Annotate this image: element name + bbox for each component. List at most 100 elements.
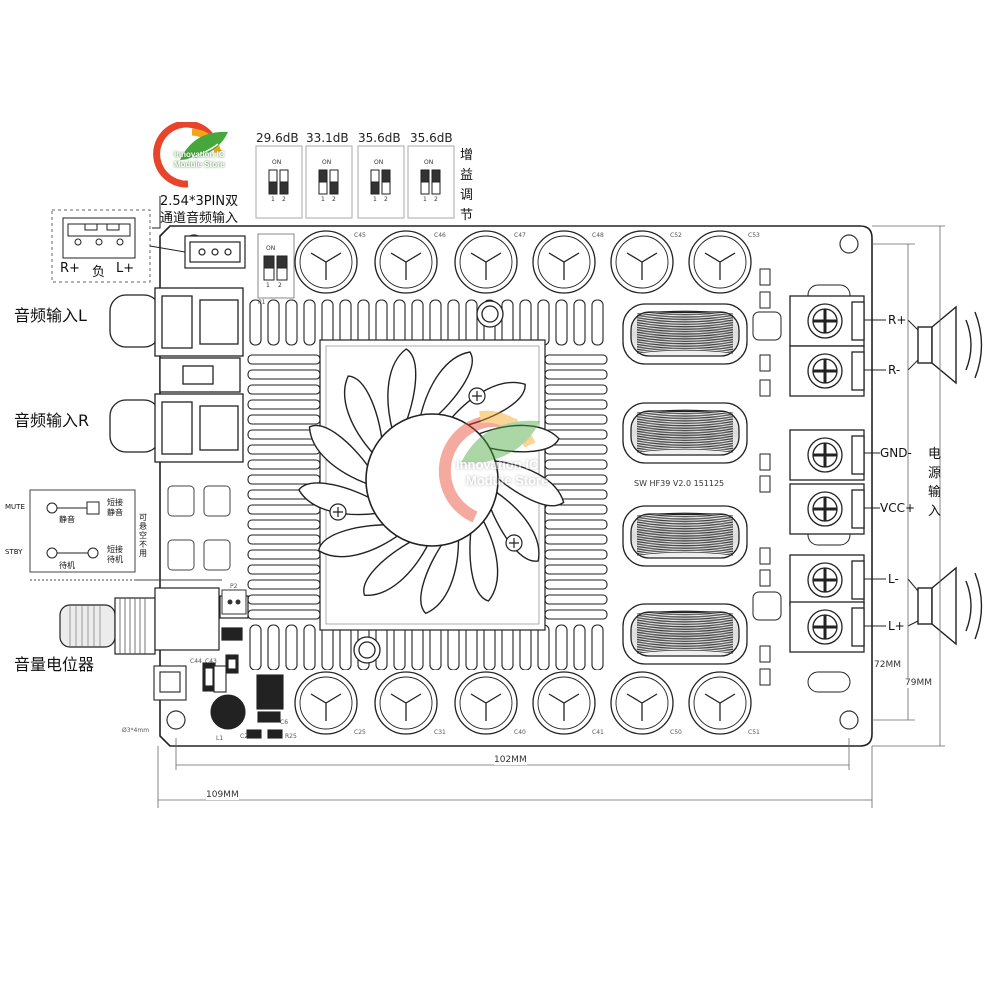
- watermark-line2: Module Store: [466, 473, 549, 488]
- terminal-r-minus-label: R-: [888, 363, 901, 377]
- gain-option-3-label: 35.6dB: [358, 131, 401, 145]
- brand-logo: Innovation IC Module Store: [152, 120, 238, 192]
- smd-c43-label: C43: [205, 658, 217, 665]
- gain-switch-pin-label: 1: [321, 196, 325, 203]
- stby-short-note: 短接待机: [107, 545, 123, 564]
- capacitor-bottom-6: [688, 671, 752, 735]
- terminal-l-minus-label: L-: [888, 572, 899, 586]
- pin-l-plus-label: L+: [116, 261, 135, 276]
- stby-inner-label: 待机: [59, 561, 75, 570]
- terminal-gnd: [789, 429, 865, 481]
- watermark: Innovation IC Module Store: [420, 405, 590, 525]
- inductor-2: [622, 402, 748, 464]
- gain-switch-pin-label: 2: [434, 196, 438, 203]
- gain-switch-on-label: ON: [272, 159, 282, 166]
- capacitor-top-1: [294, 230, 358, 294]
- fan-blade: [419, 351, 473, 421]
- pin-r-plus-label: R+: [60, 261, 80, 276]
- power-input-label: 电源输入: [928, 447, 942, 519]
- watermark-logo-icon: [438, 410, 540, 523]
- fan-blade: [363, 537, 430, 596]
- gain-switch-pin-label: 1: [373, 196, 377, 203]
- capacitor-bottom-5: [610, 671, 674, 735]
- watermark-line1: Innovation IC: [456, 457, 539, 472]
- fan-blade: [469, 517, 499, 602]
- top-capacitors: [294, 230, 752, 294]
- capacitor-bottom-3: [454, 671, 518, 735]
- gain-option-1-label: 29.6dB: [256, 131, 299, 145]
- mute-short-note: 短接静音: [107, 498, 123, 517]
- smd-c6-label: C6: [280, 719, 289, 726]
- p1-label: P1: [258, 299, 266, 306]
- smd-c2-label: C2: [240, 733, 249, 740]
- cooling-fan: [298, 348, 565, 615]
- dimension-lines: [157, 225, 945, 808]
- dim-height-outer: 79MM: [905, 678, 932, 688]
- smd-r25-label: R25: [285, 733, 297, 740]
- cap-bottom-label: C25: [354, 729, 366, 736]
- fan-blade: [475, 424, 560, 453]
- terminal-r-plus: [789, 295, 865, 347]
- hole-note: Ø3*4mm: [122, 727, 150, 734]
- gain-switch-1: [255, 145, 303, 219]
- pin-negative-label: 负: [92, 265, 106, 280]
- p1-pin-label: 1: [266, 282, 270, 289]
- capacitor-top-4: [532, 230, 596, 294]
- capacitor-top-2: [374, 230, 438, 294]
- audio-input-r-label: 音频输入R: [14, 411, 90, 430]
- fan-blade: [487, 489, 540, 562]
- cap-bottom-label: C51: [748, 729, 760, 736]
- smd-pads-left: [167, 485, 231, 571]
- gain-switch-2: [305, 145, 353, 219]
- fan-blade: [298, 482, 380, 516]
- fan-blade: [490, 459, 565, 507]
- cap-bottom-label: C40: [514, 729, 526, 736]
- gain-option-4-label: 35.6dB: [410, 131, 453, 145]
- brand-name-line2: Module Store: [174, 160, 225, 169]
- terminal-vcc: [789, 483, 865, 535]
- input-header-on-board: [184, 235, 246, 269]
- fan-blade: [387, 348, 417, 432]
- gain-switch-on-label: ON: [374, 159, 384, 166]
- cap-top-label: C48: [592, 232, 604, 239]
- capacitor-top-3: [454, 230, 518, 294]
- capacitor-bottom-2: [374, 671, 438, 735]
- brand-logo-icon: [153, 120, 228, 188]
- gain-switch-pin-label: 2: [332, 196, 336, 203]
- terminal-r-plus-label: R+: [888, 313, 907, 327]
- gain-switch-3: [357, 145, 405, 219]
- gain-switch-pin-label: 1: [423, 196, 427, 203]
- fan-screws: [329, 387, 523, 552]
- terminal-r-minus: [789, 345, 865, 397]
- stby-label: STBY: [5, 548, 23, 556]
- p2-label: P2: [230, 583, 238, 590]
- p1-on-label: ON: [266, 245, 276, 252]
- input-header-title-line2: 通道音频输入: [160, 211, 239, 226]
- volume-potentiometer: [59, 587, 249, 655]
- inductor-1: [622, 303, 748, 365]
- rca-jacks: [109, 287, 244, 463]
- p1-pin-label: 2: [278, 282, 282, 289]
- heatsink-mount-screws: [353, 300, 504, 664]
- optional-note: 可悬空不用: [139, 513, 147, 558]
- input-header-diagram: [51, 196, 186, 283]
- cap-top-label: C52: [670, 232, 682, 239]
- gain-switch-diagrams: [255, 145, 455, 219]
- bottom-capacitors: [294, 671, 752, 735]
- cap-bottom-label: C31: [434, 729, 446, 736]
- terminal-l-plus: [789, 601, 865, 653]
- board-marking: SW HF39 V2.0 151125: [634, 479, 725, 488]
- dim-width-outer: 109MM: [206, 790, 239, 800]
- inductor-4: [622, 603, 748, 665]
- capacitor-bottom-4: [532, 671, 596, 735]
- terminal-l-plus-label: L+: [888, 619, 905, 633]
- speaker-right-icon: [917, 305, 983, 385]
- bottom-left-components: [153, 654, 284, 739]
- gain-switch-pin-label: 2: [282, 196, 286, 203]
- fan-blade: [308, 424, 374, 486]
- smd-c44-label: C44: [190, 658, 202, 665]
- mute-standby-diagram: [29, 489, 222, 581]
- audio-input-l-label: 音频输入L: [14, 306, 87, 325]
